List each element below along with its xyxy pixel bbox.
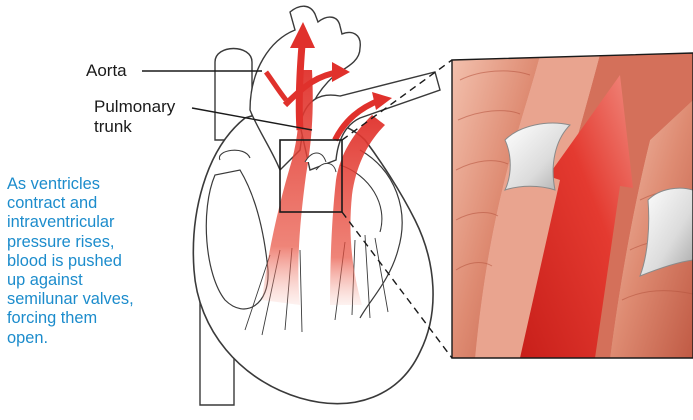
- pulmonary-label-line1: Pulmonary: [94, 97, 175, 116]
- caption-line: forcing them: [7, 309, 97, 327]
- caption-line: pressure rises,: [7, 233, 114, 251]
- caption-line: blood is pushed: [7, 252, 122, 270]
- caption-line: open.: [7, 329, 48, 347]
- caption-line: semilunar valves,: [7, 290, 134, 308]
- aorta-label: Aorta: [86, 61, 127, 81]
- caption-line: contract and: [7, 194, 97, 212]
- pulmonary-label-line2: trunk: [94, 117, 132, 136]
- caption-line: As ventricles: [7, 175, 100, 193]
- caption-line: up against: [7, 271, 83, 289]
- valve-closeup-inset: [452, 53, 693, 358]
- caption-line: intraventricular: [7, 213, 115, 231]
